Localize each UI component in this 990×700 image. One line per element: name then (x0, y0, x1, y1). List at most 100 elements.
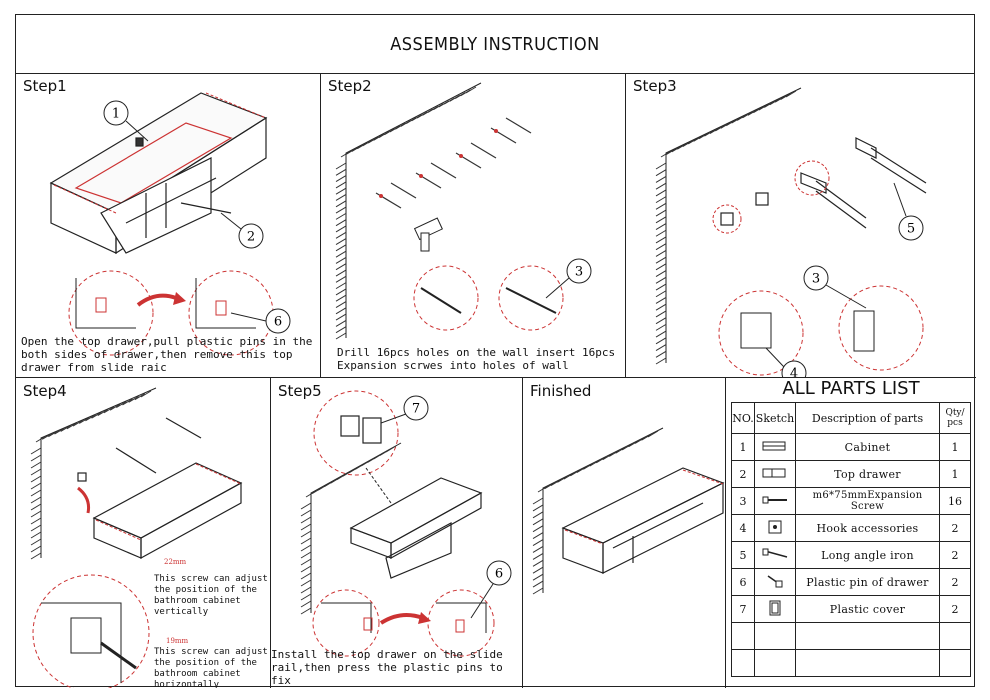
wall-hatch-line (335, 282, 347, 290)
sheet-title: ASSEMBLY INSTRUCTION (16, 15, 974, 74)
finished-label: Finished (530, 382, 592, 400)
dim-19mm: 19mm (166, 637, 189, 645)
wall-hatch-line (335, 319, 347, 327)
wall-hatch-line (335, 332, 347, 340)
callout-3 (545, 258, 592, 299)
wall-hatch-line (655, 283, 667, 291)
wall-hatch-line (576, 466, 588, 474)
wall-hatch-line (532, 511, 544, 519)
wall-hatch-line (731, 116, 742, 124)
wall-hatch-line (532, 552, 544, 560)
wall-hatch-line (693, 134, 704, 142)
wall-hatch-line (780, 93, 791, 101)
instruction-sheet: ASSEMBLY INSTRUCTION Step1 (15, 14, 976, 688)
row-no: 1 (731, 433, 755, 461)
wall-hatch-line (537, 485, 549, 493)
wall-hatch-line (41, 432, 53, 440)
wall-hatch-line (335, 225, 347, 233)
wall-hatch-line (300, 544, 312, 552)
step4-label: Step4 (23, 382, 67, 400)
wall-hatch-line (655, 209, 667, 217)
wall-hatch-line (54, 427, 65, 435)
callout-5-text: 5 (907, 222, 915, 237)
row-no: 5 (731, 541, 755, 569)
wall-hatch-line (655, 350, 667, 358)
wall-hatch-line (30, 461, 42, 469)
wall-hatch-line (60, 424, 71, 432)
wall-hatch-line (655, 202, 667, 210)
row-desc: Top drawer (795, 460, 940, 488)
cabinet-icon (754, 433, 796, 461)
wall-hatch-line (532, 587, 544, 595)
wall-hatch-line (641, 433, 652, 441)
callout-7-text: 7 (412, 402, 420, 417)
wall-hatch-line (655, 317, 667, 325)
wall-hatch-line (747, 108, 759, 116)
wall-hatch-line (300, 579, 312, 587)
wall-hatch-line (335, 175, 347, 183)
wall-hatch-line (682, 140, 693, 147)
wall-hatch-line (128, 395, 139, 403)
step5-illustration: 7 6 (300, 390, 512, 657)
callout-1-text: 1 (112, 107, 120, 122)
table-row: 4 Hook accessories 2 (731, 514, 971, 542)
wall-hatch-line (30, 517, 42, 525)
angle-iron-icon (754, 541, 796, 569)
wall-hatch-line (97, 409, 109, 416)
wall-hatch-line (140, 390, 152, 398)
wall-hatch-line (532, 525, 544, 533)
row-desc: Plastic cover (795, 595, 940, 623)
parts-list-title: ALL PARTS LIST (782, 378, 920, 399)
step2-illustration: 3 (335, 82, 592, 340)
wall-hatch-line (655, 290, 667, 298)
wall-hatch-line (769, 98, 780, 106)
wall-hatch-line (30, 475, 42, 483)
wall-hatch-line (655, 256, 667, 264)
wall-hatch-line (30, 552, 42, 560)
step3-illustration: 5 3 4 (655, 87, 927, 379)
finished-illustration (532, 427, 725, 595)
wall-hatch-line (300, 593, 312, 601)
wall-hatch-line (30, 482, 42, 490)
wall-hatch-line (300, 565, 312, 573)
wall-hatch-line (647, 430, 659, 438)
row-no: 2 (731, 460, 755, 488)
row-desc: Hook accessories (795, 514, 940, 542)
wall-hatch-line (335, 238, 347, 245)
wall-hatch-line (655, 310, 667, 318)
wall-hatch-line (655, 216, 667, 224)
wall-hatch-line (532, 532, 544, 540)
finished-panel: Finished (523, 378, 726, 688)
table-row: 1 Cabinet 1 (731, 433, 971, 461)
wall-hatch-line (300, 502, 312, 510)
wall-hatch-line (655, 344, 667, 351)
row-desc: Long angle iron (795, 541, 940, 569)
wall-hatch-line (532, 539, 544, 546)
parts-table: NO. Sketch Description of parts Qty/ pcs… (731, 402, 971, 677)
wall-hatch-line (655, 303, 667, 311)
wall-hatch-line (742, 111, 753, 119)
table-row: 2 Top drawer 1 (731, 460, 971, 488)
wall-hatch-line (335, 294, 347, 302)
col-desc: Description of parts (795, 402, 940, 434)
row-desc: m6*75mmExpansion Screw (795, 487, 940, 515)
wall-hatch-line (335, 313, 347, 321)
wall-hatch-line (30, 447, 42, 455)
wall-hatch-line (532, 580, 544, 588)
wall-hatch-line (655, 176, 667, 183)
wall-hatch-line (335, 307, 347, 315)
wall-hatch-line (134, 393, 146, 401)
wall-hatch-line (30, 545, 42, 553)
wall-hatch-line (85, 414, 96, 422)
wall-hatch-line (72, 419, 84, 427)
wall-hatch-line (30, 468, 42, 476)
wall-hatch-line (335, 219, 347, 227)
row-qty: 2 (939, 541, 971, 569)
wall-hatch-line (628, 440, 639, 448)
callout-4-text: 4 (790, 367, 798, 379)
row-desc: Plastic pin of drawer (795, 568, 940, 596)
wall-hatch-line (30, 454, 42, 462)
step1-caption: Open the top drawer,pull plastic pins in… (21, 335, 313, 374)
callout-2-text: 2 (247, 230, 255, 245)
wall-hatch-line (335, 200, 347, 208)
